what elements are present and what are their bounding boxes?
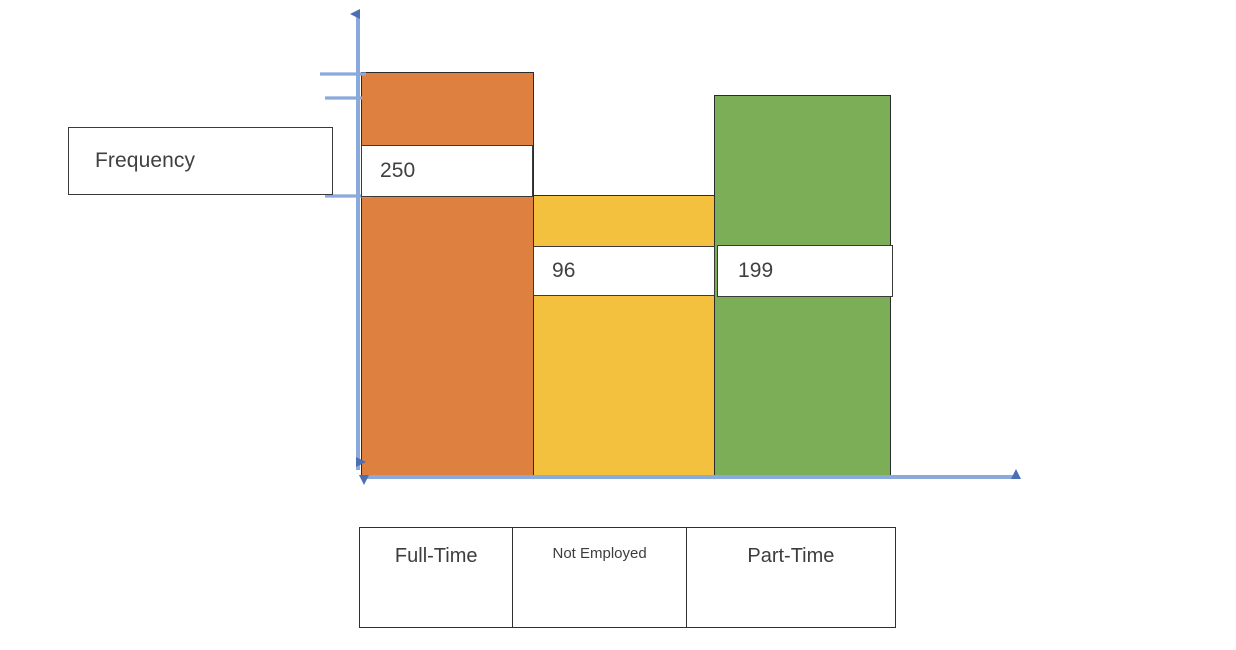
value-label-text: 96 [552, 259, 576, 282]
y-axis-title-box: Frequency [68, 127, 333, 195]
category-label: Part-Time [747, 545, 835, 567]
category-cell-not-employed: Not Employed [513, 528, 687, 627]
category-label-table: Full-Time Not Employed Part-Time [359, 527, 896, 628]
bar-not-employed [533, 195, 715, 478]
bar-full-time [361, 72, 534, 478]
category-cell-part-time: Part-Time [687, 528, 895, 627]
category-cell-full-time: Full-Time [360, 528, 514, 627]
category-label: Full-Time [394, 545, 478, 567]
value-label-part-time: 199 [717, 245, 893, 297]
value-label-full-time: 250 [361, 145, 533, 197]
value-label-not-employed: 96 [533, 246, 715, 296]
value-label-text: 250 [380, 159, 416, 182]
y-axis-title-label: Frequency [95, 149, 196, 172]
value-label-text: 199 [738, 259, 774, 282]
category-label: Not Employed [552, 545, 647, 562]
